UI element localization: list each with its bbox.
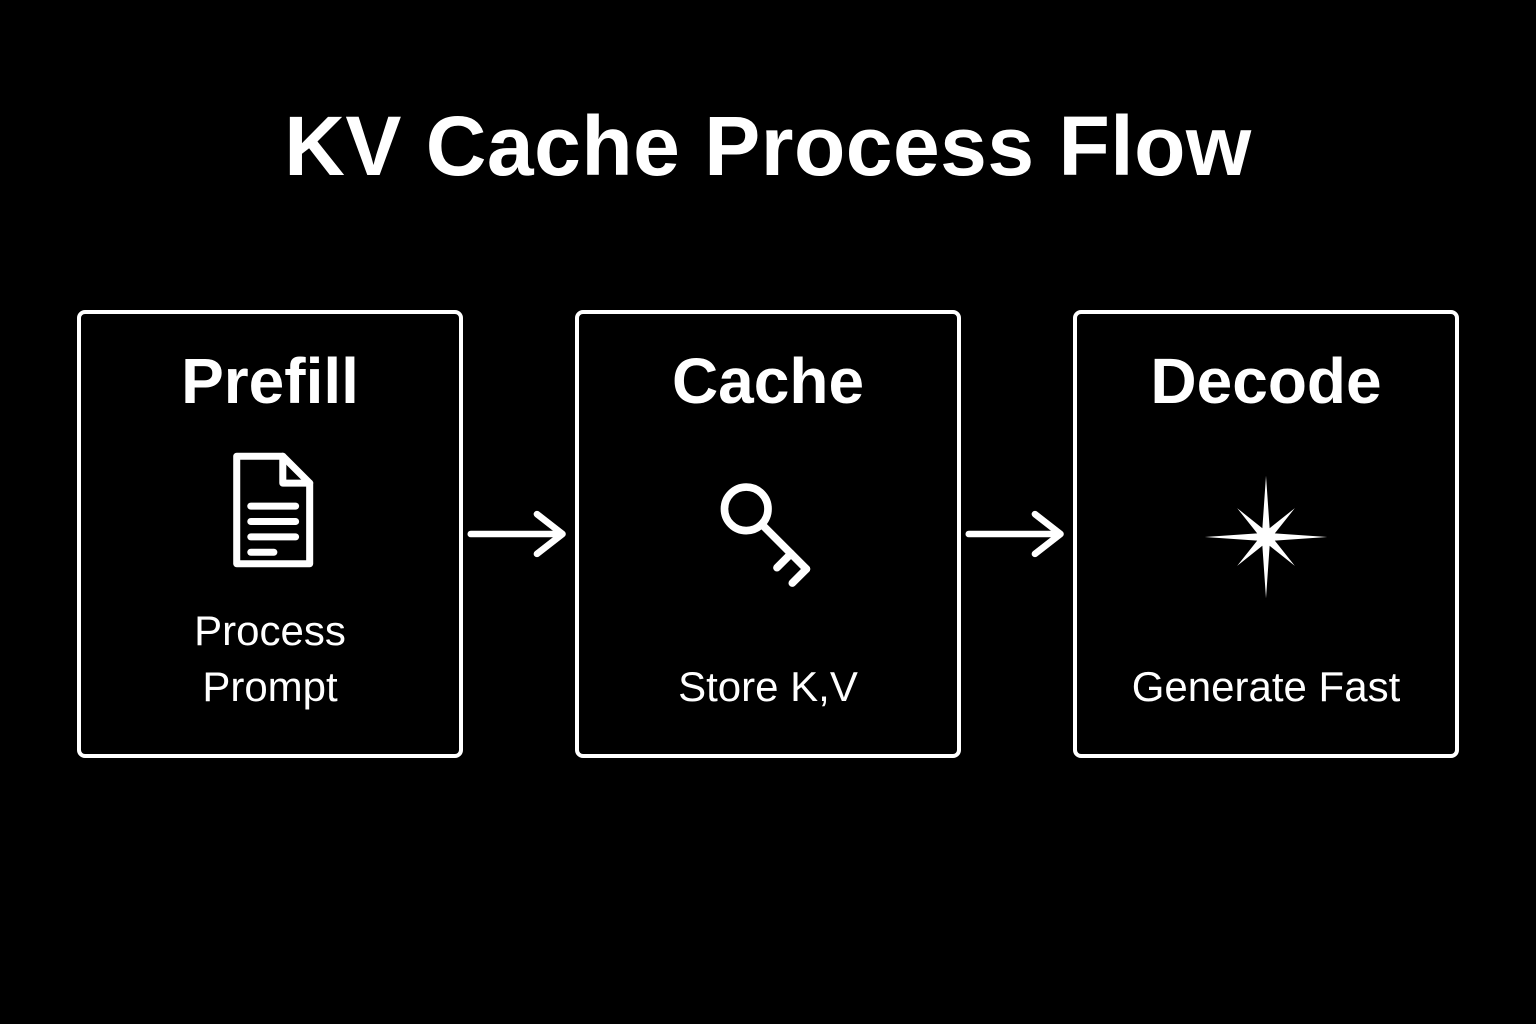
step-box-cache: Cache Store K,V bbox=[575, 310, 961, 758]
process-flow-row: Prefill Process Prompt Cac bbox=[0, 310, 1536, 758]
arrow-right-icon bbox=[463, 310, 575, 758]
step-label: Generate Fast bbox=[1131, 662, 1401, 710]
document-icon bbox=[206, 416, 334, 603]
page-title: KV Cache Process Flow bbox=[284, 99, 1252, 193]
step-heading: Decode bbox=[1150, 345, 1382, 417]
step-label: Store K,V bbox=[678, 662, 858, 710]
step-heading: Cache bbox=[671, 345, 865, 417]
step-box-decode: Decode Generate Fast bbox=[1073, 310, 1459, 758]
step-box-prefill: Prefill Process Prompt bbox=[77, 310, 463, 758]
arrow-right-icon bbox=[961, 310, 1073, 758]
step-label: Process Prompt bbox=[194, 607, 346, 710]
key-icon bbox=[704, 416, 832, 658]
step-heading: Prefill bbox=[181, 345, 359, 417]
sparkle-icon bbox=[1198, 416, 1334, 658]
